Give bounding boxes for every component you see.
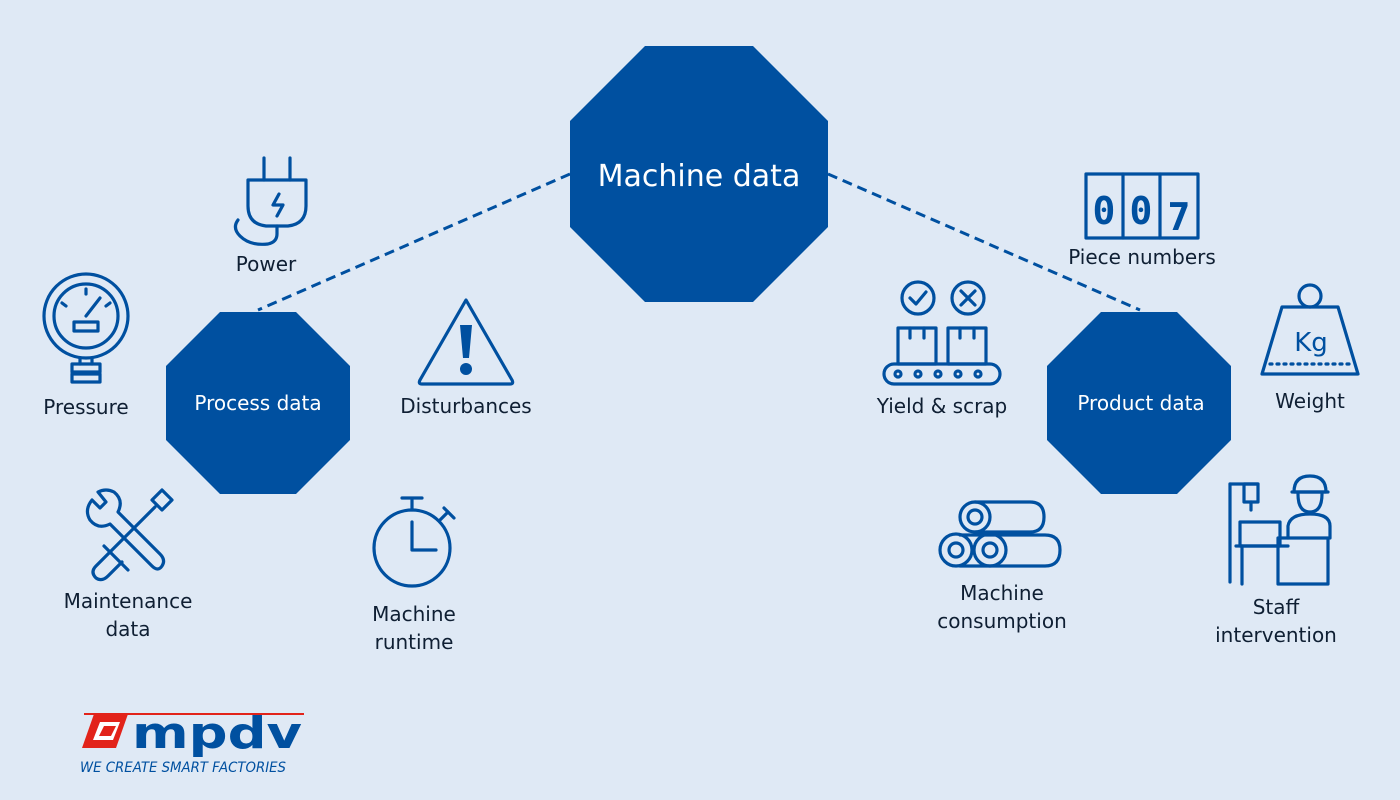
logo-wordmark: mpdv <box>132 708 302 759</box>
plug-icon <box>233 156 308 246</box>
maintenance-label-line2: data <box>105 617 150 641</box>
hub-product-data-shape <box>1047 312 1231 494</box>
piece-numbers-label: Piece numbers <box>1068 245 1216 269</box>
pipes-icon <box>938 500 1062 568</box>
counter-icon: 0 0 7 <box>1084 172 1200 240</box>
item-yield-scrap: Yield & scrap <box>876 280 1008 418</box>
item-staff-intervention: Staff intervention <box>1215 474 1337 647</box>
warning-icon <box>417 298 515 386</box>
consumption-label-line2: consumption <box>937 609 1067 633</box>
item-maintenance: Maintenance data <box>64 488 193 641</box>
maintenance-label-line1: Maintenance <box>64 589 193 613</box>
item-disturbances: Disturbances <box>400 298 532 418</box>
stopwatch-icon <box>372 496 456 588</box>
yield-label: Yield & scrap <box>876 394 1008 418</box>
mpdv-logo: mpdv WE CREATE SMART FACTORIES <box>80 708 304 776</box>
pressure-label: Pressure <box>43 395 128 419</box>
counter-digit-3: 7 <box>1168 195 1191 239</box>
connector-center-left <box>257 172 571 312</box>
power-label: Power <box>236 252 297 276</box>
hub-machine-data: Machine data <box>570 46 828 302</box>
staff-label-line1: Staff <box>1253 595 1301 619</box>
weight-icon: Kg <box>1260 283 1360 376</box>
runtime-label-line2: runtime <box>375 630 454 654</box>
weight-unit: Kg <box>1294 328 1328 358</box>
hub-machine-data-shape <box>570 46 828 302</box>
hub-process-data-label: Process data <box>194 391 321 415</box>
worker-machine-icon <box>1228 474 1332 586</box>
counter-digit-1: 0 <box>1093 189 1116 233</box>
item-power: Power <box>233 156 308 276</box>
weight-label: Weight <box>1275 389 1345 413</box>
hub-process-data-shape <box>166 312 350 494</box>
staff-label-line2: intervention <box>1215 623 1337 647</box>
runtime-label-line1: Machine <box>372 602 456 626</box>
hub-process-data: Process data <box>166 312 350 494</box>
hub-product-data-label: Product data <box>1077 391 1204 415</box>
item-pressure: Pressure <box>42 272 130 419</box>
pressure-gauge-icon <box>42 272 130 384</box>
item-weight: Kg Weight <box>1260 283 1360 413</box>
item-consumption: Machine consumption <box>937 500 1067 633</box>
hub-product-data: Product data <box>1047 312 1231 494</box>
conveyor-icon <box>882 280 1002 386</box>
tools-icon <box>85 488 174 582</box>
connector-center-right <box>827 172 1141 312</box>
hub-machine-data-label: Machine data <box>598 159 801 194</box>
item-piece-numbers: 0 0 7 Piece numbers <box>1068 172 1216 269</box>
disturbances-label: Disturbances <box>400 394 531 418</box>
counter-digit-2: 0 <box>1130 189 1153 233</box>
item-runtime: Machine runtime <box>372 496 456 654</box>
consumption-label-line1: Machine <box>960 581 1044 605</box>
logo-tagline: WE CREATE SMART FACTORIES <box>80 760 286 776</box>
